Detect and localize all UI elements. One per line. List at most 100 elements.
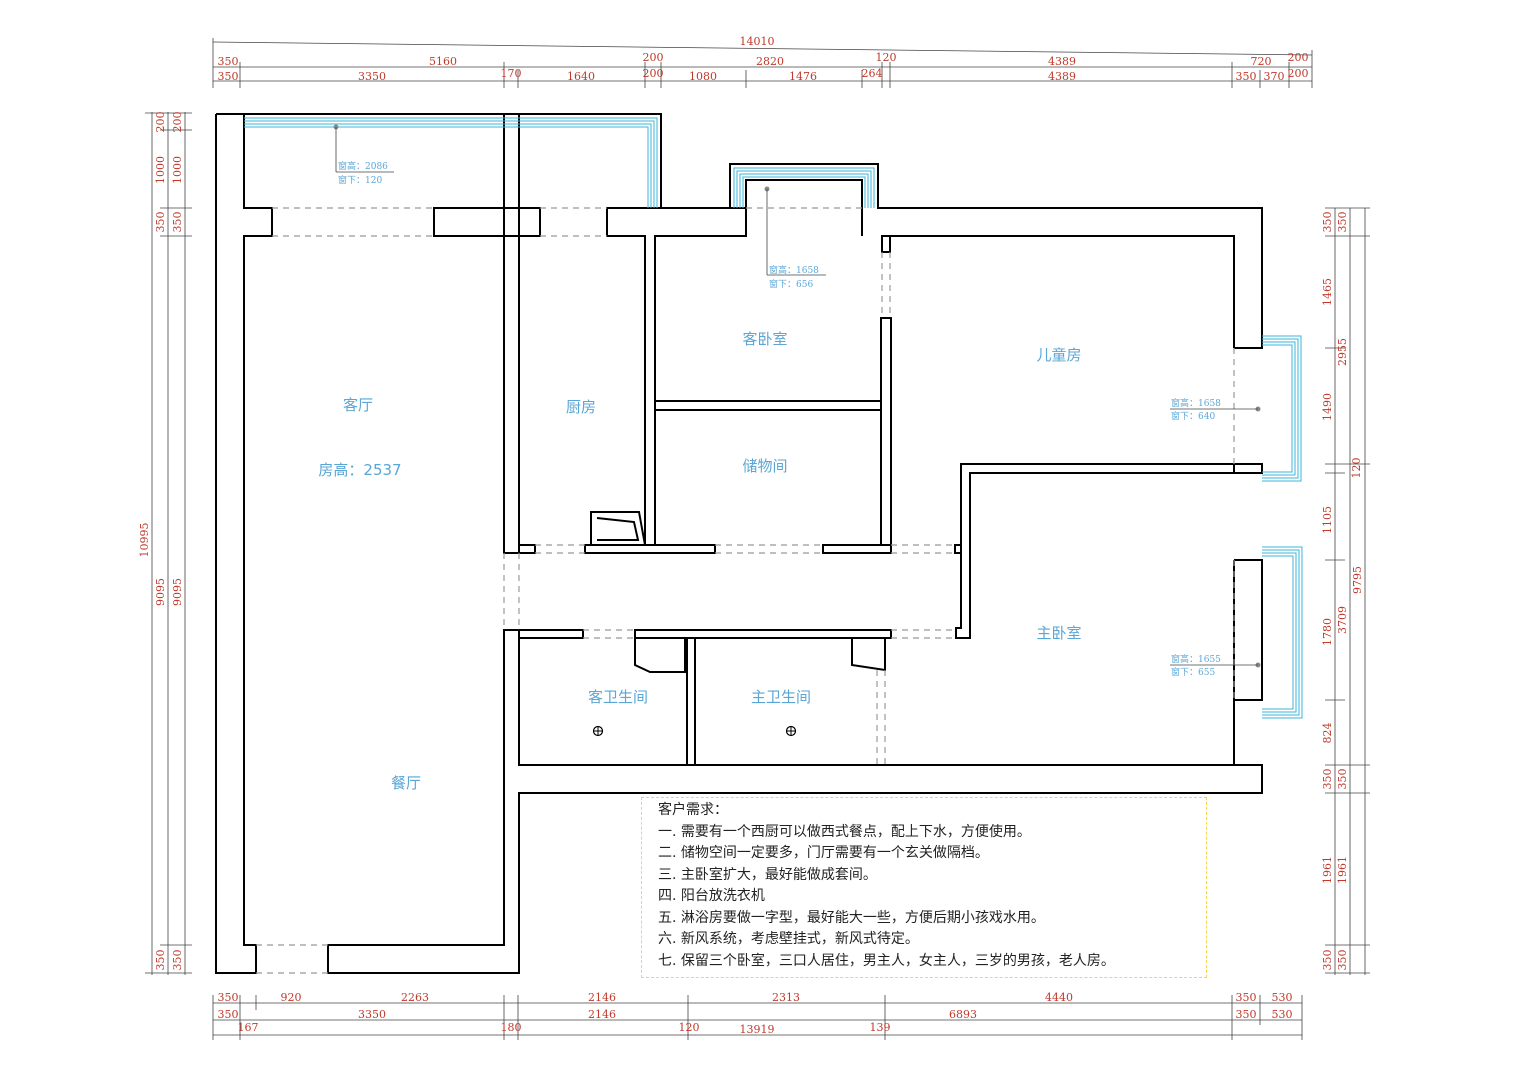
top-dimensions: 14010 350 5160 200 120 4389 720 200 350 … <box>218 35 1309 83</box>
dim-right-1-e: 120 <box>1350 458 1363 479</box>
requirement-item-4: 四. 阳台放洗衣机 <box>658 888 765 904</box>
dim-bottom-1-c: 2263 <box>401 991 429 1004</box>
room-height-label: 房高：2537 <box>318 461 401 479</box>
window-1-sill: 窗下：120 <box>338 174 382 186</box>
dim-bottom-1-b: 920 <box>281 991 302 1004</box>
dim-top-2-c: 170 <box>501 67 522 80</box>
dim-bottom-1-h: 530 <box>1272 991 1293 1004</box>
dim-left-1-b: 1000 <box>154 156 167 184</box>
dim-right-1-j: 1961 <box>1321 856 1334 884</box>
requirements-title: 客户需求： <box>658 802 728 818</box>
room-kids-label: 儿童房 <box>1036 346 1081 364</box>
dim-right-2-d: 1961 <box>1336 856 1349 884</box>
requirement-item-5: 五. 淋浴房要做一字型，最好能大一些，方便后期小孩戏水用。 <box>658 909 1045 926</box>
dim-right-1-c: 2955 <box>1336 338 1349 366</box>
bottom-dimensions: 350 920 2263 2146 2313 4440 350 530 350 … <box>218 991 1293 1036</box>
dim-bottom-3-a: 167 <box>238 1021 259 1034</box>
dim-left-overall: 10995 <box>138 523 151 558</box>
requirement-item-2: 二. 储物空间一定要多，门厅需要有一个玄关做隔档。 <box>658 845 989 861</box>
requirement-item-3: 三. 主卧室扩大，最好能做成套间。 <box>658 866 877 883</box>
window-2-sill: 窗下：656 <box>769 278 813 290</box>
dim-bottom-1-a: 350 <box>218 991 239 1004</box>
dim-bottom-2-c: 2146 <box>588 1008 616 1021</box>
dim-right-2-a: 350 <box>1336 212 1349 233</box>
floor-drain-icon <box>592 725 604 737</box>
window-3-height: 窗高：1658 <box>1171 397 1221 409</box>
dim-top-2-m: 200 <box>1288 67 1309 80</box>
dim-bottom-3-b: 180 <box>501 1021 522 1034</box>
right-dimensions: 350 1465 2955 1490 120 1105 1780 824 350… <box>1321 212 1364 971</box>
dim-bottom-2-b: 3350 <box>358 1008 386 1021</box>
dim-left-1-d: 9095 <box>154 578 167 606</box>
dim-right-1-d: 1490 <box>1321 393 1334 421</box>
dim-right-2-b: 3709 <box>1336 606 1349 634</box>
client-requirements-note: 客户需求： 一. 需要有一个西厨可以做西式餐点，配上下水，方便使用。 二. 储物… <box>641 797 1207 978</box>
dim-bottom-3-e: 139 <box>870 1021 891 1034</box>
dim-left-2-b: 1000 <box>171 156 184 184</box>
dim-left-2-c: 350 <box>171 212 184 233</box>
dim-bottom-3-d: 13919 <box>740 1023 775 1036</box>
floor-drain-icon <box>785 725 797 737</box>
dim-bottom-2-e: 350 <box>1236 1008 1257 1021</box>
dim-right-1-f: 1105 <box>1321 506 1334 534</box>
dim-right-1-i: 350 <box>1321 769 1334 790</box>
dim-top-2-j: 4389 <box>1048 70 1076 83</box>
dim-top-1-d: 120 <box>876 51 897 64</box>
dim-right-1-b: 1465 <box>1321 278 1334 306</box>
dimension-lines <box>145 38 1370 1040</box>
requirement-item-6: 六. 新风系统，考虑壁挂式，新风式待定。 <box>658 931 919 947</box>
dim-right-2-e: 350 <box>1336 950 1349 971</box>
dim-bottom-2-f: 530 <box>1272 1008 1293 1021</box>
requirement-item-7: 七. 保留三个卧室，三口人居住，男主人，女主人，三岁的男孩，老人房。 <box>658 952 1115 969</box>
dim-top-1-b: 5160 <box>429 55 457 68</box>
dim-right-1-a: 350 <box>1321 212 1334 233</box>
dim-bottom-1-g: 350 <box>1236 991 1257 1004</box>
room-labels: 客厅 房高：2537 厨房 客卧室 储物间 儿童房 主卧室 客卫生间 主卫生间 … <box>318 330 1081 792</box>
window-3-sill: 窗下：640 <box>1171 410 1215 422</box>
floor-drain-icons <box>592 725 797 737</box>
dim-right-1-h: 824 <box>1321 723 1334 744</box>
dim-right-overall: 9795 <box>1351 566 1364 594</box>
window-4-height: 窗高：1655 <box>1171 653 1221 665</box>
room-guest-bath-label: 客卫生间 <box>588 688 648 706</box>
dim-top-overall: 14010 <box>740 35 775 48</box>
dim-top-1-a: 350 <box>218 55 239 68</box>
dim-right-1-k: 350 <box>1321 950 1334 971</box>
dim-top-2-i: 264 <box>862 67 883 80</box>
dim-top-2-d: 1640 <box>567 70 595 83</box>
dim-top-1-g: 200 <box>1288 51 1309 64</box>
dim-top-2-f: 1080 <box>689 70 717 83</box>
window-labels: 窗高：2086 窗下：120 窗高：1658 窗下：656 窗高：1658 窗下… <box>338 160 1221 678</box>
room-guest-bedroom-label: 客卧室 <box>742 330 787 348</box>
window-4-sill: 窗下：655 <box>1171 666 1215 678</box>
window-2-height: 窗高：1658 <box>769 264 819 276</box>
dim-left-2-a: 200 <box>171 112 184 133</box>
dim-top-1-c: 200 <box>643 51 664 64</box>
room-master-bath-label: 主卫生间 <box>751 688 811 706</box>
dim-right-1-g: 1780 <box>1321 618 1334 646</box>
window-glass <box>244 117 1303 719</box>
dim-top-2-k: 350 <box>1236 70 1257 83</box>
window-leaders <box>333 124 1261 668</box>
room-dining-label: 餐厅 <box>391 774 421 792</box>
room-master-label: 主卧室 <box>1036 624 1081 642</box>
dim-left-1-c: 350 <box>154 212 167 233</box>
dim-left-2-e: 350 <box>171 950 184 971</box>
room-storage-label: 储物间 <box>742 457 787 475</box>
window-1-height: 窗高：2086 <box>338 160 388 172</box>
dim-bottom-2-d: 6893 <box>949 1008 977 1021</box>
room-living-label: 客厅 <box>343 396 373 414</box>
dim-bottom-1-d: 2146 <box>588 991 616 1004</box>
requirement-item-1: 一. 需要有一个西厨可以做西式餐点，配上下水，方便使用。 <box>658 823 1031 840</box>
dim-top-1-e: 4389 <box>1048 55 1076 68</box>
dim-top-2-l: 370 <box>1264 70 1285 83</box>
dim-left-1-e: 350 <box>154 950 167 971</box>
room-kitchen-label: 厨房 <box>566 398 596 416</box>
dim-top-2-e: 200 <box>643 67 664 80</box>
dim-top-2-a: 350 <box>218 70 239 83</box>
dim-bottom-1-e: 2313 <box>772 991 800 1004</box>
dim-top-1-f: 720 <box>1251 55 1272 68</box>
dim-bottom-1-f: 4440 <box>1045 991 1073 1004</box>
dim-left-1-a: 200 <box>154 112 167 133</box>
dim-bottom-2-a: 350 <box>218 1008 239 1021</box>
